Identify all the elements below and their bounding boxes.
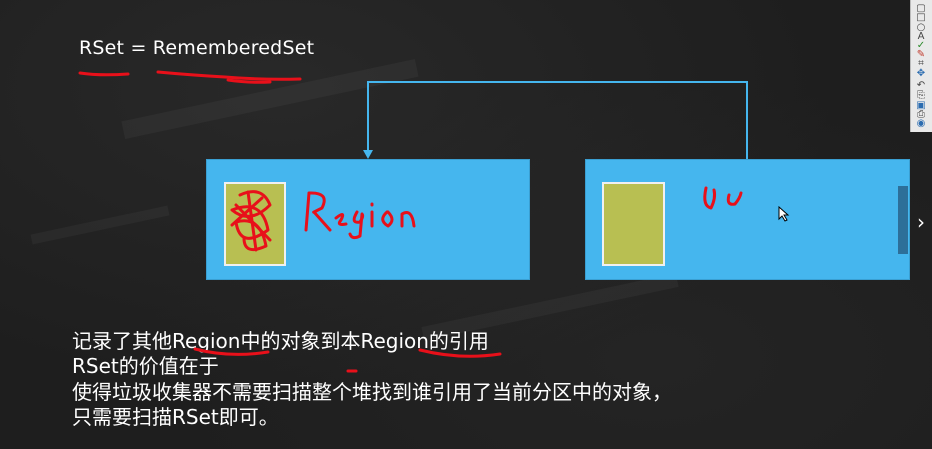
slide-heading: RSet = RememberedSet: [79, 37, 315, 59]
region-box-left: [206, 159, 530, 280]
share-icon[interactable]: ◉: [916, 118, 926, 129]
undo-icon[interactable]: ↶: [916, 80, 926, 91]
region-box-right: [585, 159, 910, 280]
mouse-cursor-icon: [778, 206, 790, 222]
copy-icon[interactable]: ⎘: [917, 90, 925, 101]
next-slide-icon[interactable]: ›: [917, 210, 925, 234]
body-line-2: RSet的价值在于: [72, 354, 219, 378]
print-icon[interactable]: ⎙: [917, 109, 925, 120]
region-cell-right: [602, 182, 665, 266]
annotation-toolbar: ▢ □ ○ A ✓ ✎ ⌗ ✥ ↶ ⎘ ▣ ⎙ ◉: [910, 0, 932, 132]
region-cell-left: [224, 182, 286, 266]
check-icon[interactable]: ✓: [916, 40, 926, 51]
move-icon[interactable]: ✥: [916, 68, 926, 79]
text-icon[interactable]: A: [917, 31, 925, 42]
side-scroll-handle[interactable]: [898, 186, 908, 254]
chalk-texture: [121, 59, 419, 139]
crop-icon[interactable]: ⌗: [918, 58, 924, 69]
chalk-texture: [30, 205, 170, 245]
body-line-1: 记录了其他Region中的对象到本Region的引用: [72, 329, 489, 353]
body-line-4: 只需要扫描RSet即可。: [72, 405, 279, 429]
body-line-3: 使得垃圾收集器不需要扫描整个堆找到谁引用了当前分区中的对象，: [72, 380, 672, 404]
pen-icon[interactable]: ✎: [916, 49, 926, 60]
select-icon[interactable]: ▢: [916, 3, 926, 14]
rect-icon[interactable]: □: [916, 12, 926, 23]
save-icon[interactable]: ▣: [916, 100, 926, 111]
ellipse-icon[interactable]: ○: [916, 22, 926, 33]
